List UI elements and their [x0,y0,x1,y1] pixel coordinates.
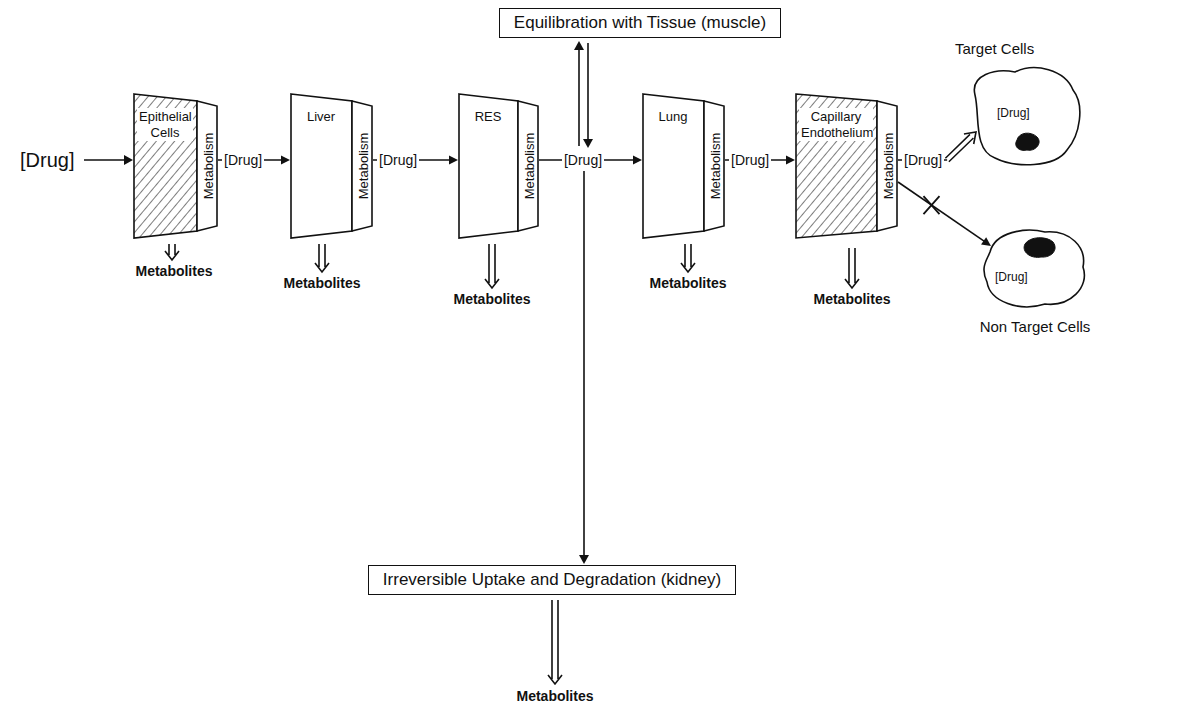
metabolites-label: Metabolites [647,275,728,292]
arrow-head [124,155,133,165]
arrow-head [786,156,795,165]
equilibration-up-arrow [578,48,580,146]
arrow-head [574,41,584,50]
cell-membrane [984,230,1084,307]
metabolites-arrow [165,244,179,260]
tissue-slab: Capillary EndotheliumMetabolism [795,92,898,240]
tissue-slab: Epithelial CellsMetabolism [133,92,218,240]
box-text: Equilibration with Tissue (muscle) [514,13,766,32]
edge-label: [Drug] [222,152,264,169]
edge-label: [Drug] [562,152,604,169]
cell-heading: Non Target Cells [975,318,1095,336]
metabolism-label: Metabolism [201,131,214,201]
tissue-slab: LungMetabolism [642,92,725,240]
slab-face [796,94,877,238]
slab-label: Capillary Endothelium [799,108,873,141]
connector [898,182,991,246]
arrow-head [579,555,589,564]
edge-label: [Drug] [729,152,771,169]
metabolites-arrow [315,244,329,272]
connector-line [898,182,984,241]
drug-label: [Drug] [18,148,76,172]
metabolites-label: Metabolites [133,263,214,280]
metabolism-panel [704,101,724,231]
slab-label: Lung [646,108,700,126]
edge-label: [Drug] [377,152,419,169]
slab-label: Epithelial Cells [137,108,193,141]
metabolites-arrow [845,248,859,288]
cell-membrane [974,68,1079,165]
slab-face [643,94,704,238]
cell-nucleus [1016,133,1039,150]
arrow-head [449,156,458,165]
metabolism-panel [352,101,372,231]
slab-face [291,94,352,238]
metabolites-label: Metabolites [451,291,532,308]
slab-label: RES [462,108,514,126]
slab-face [459,94,518,238]
metabolites-label: Metabolites [281,275,362,292]
arrow-head [981,237,991,246]
arrow-head [964,132,976,144]
cross-mark [923,196,939,214]
cell-heading: Target Cells [955,40,1034,58]
cell-nucleus [1024,238,1055,258]
metabolism-label: Metabolism [708,131,721,201]
metabolites-label: Metabolites [514,688,595,705]
arrow-head [281,156,290,165]
metabolism-label: Metabolism [881,131,894,201]
metabolism-label: Metabolism [522,131,535,201]
arrow-head [633,156,642,165]
process-box: Equilibration with Tissue (muscle) [499,8,781,38]
process-box: Irreversible Uptake and Degradation (kid… [368,565,736,595]
equilibration-down-arrow [587,43,589,141]
input-arrow [84,159,126,161]
edge-label: [Drug] [902,152,944,169]
metabolism-label: Metabolism [356,131,369,201]
slab-label: Liver [294,108,348,126]
metabolites-arrow [548,600,562,684]
tissue-slab: LiverMetabolism [290,92,373,240]
cell-shape: [Drug] Non Target Cells [975,222,1095,347]
box-text: Irreversible Uptake and Degradation (kid… [383,570,721,589]
metabolites-label: Metabolites [811,291,892,308]
metabolism-panel [877,101,897,231]
kidney-arrow [583,171,585,557]
slab-face [134,94,197,238]
tissue-slab: RES Metabolism [458,92,539,240]
metabolism-panel [518,101,538,231]
metabolites-arrow [485,244,499,288]
cell-shape: Target Cells [Drug] [955,40,1090,175]
arrow-head [583,139,593,148]
metabolism-panel [197,101,217,231]
double-connector-line [945,134,973,161]
cell-content: [Drug] [997,106,1030,120]
metabolites-arrow [681,244,695,272]
cell-content: [Drug] [995,270,1028,284]
